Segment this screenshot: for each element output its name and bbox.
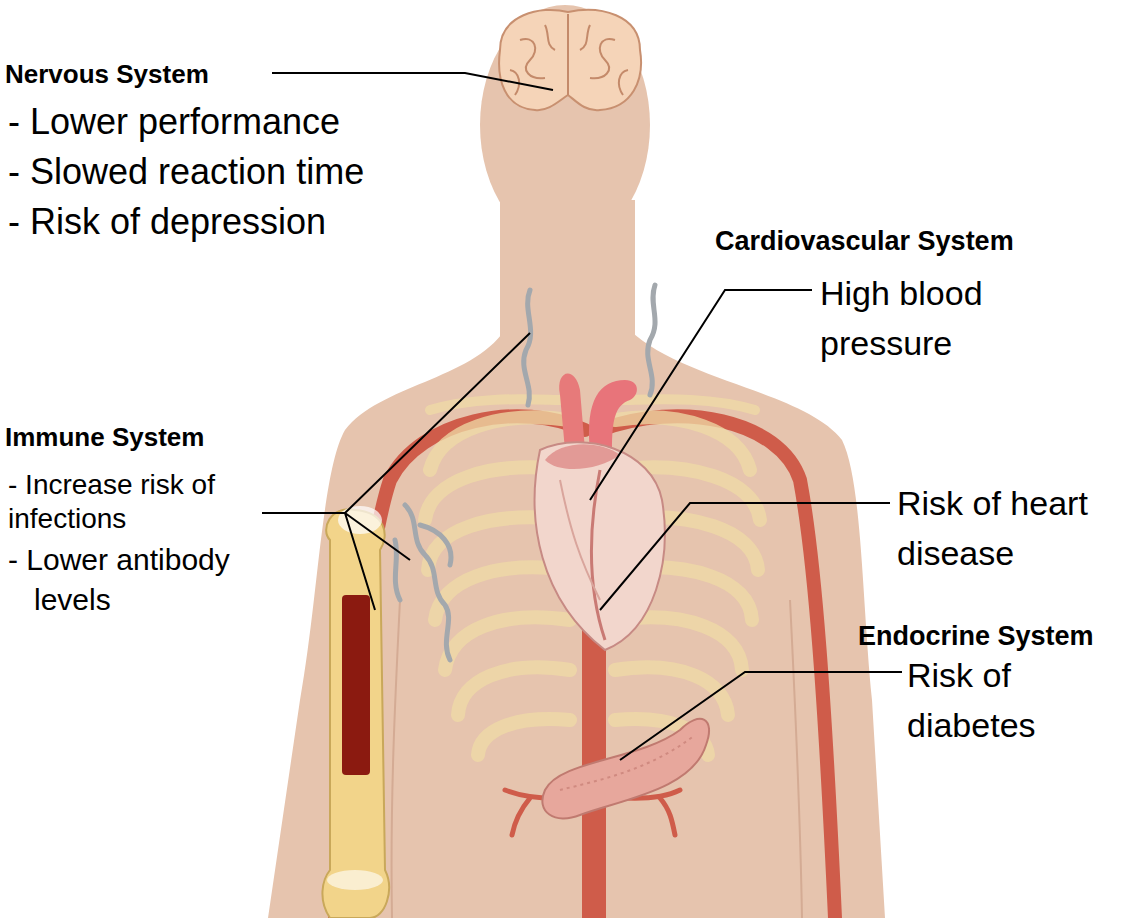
- effect-text: - Risk of depression: [8, 200, 326, 244]
- lymph-nodes: [395, 285, 655, 660]
- leader-line: [600, 503, 890, 610]
- effect-text: - Increase risk of infections: [8, 468, 258, 536]
- effect-text: High blood pressure: [820, 268, 1040, 368]
- neck: [500, 200, 635, 350]
- system-heading: Nervous System: [5, 58, 209, 90]
- effect-text: - Lower performance: [8, 100, 340, 144]
- arm-bone: [322, 506, 389, 918]
- effect-text: Risk of diabetes: [907, 650, 1107, 750]
- system-heading: Immune System: [5, 421, 204, 453]
- system-heading: Endocrine System: [858, 620, 1094, 652]
- effect-text: - Slowed reaction time: [8, 150, 364, 194]
- body-silhouette: [268, 5, 885, 918]
- leader-line: [620, 672, 902, 760]
- effect-text: Risk of heart disease: [897, 478, 1133, 578]
- leader-line: [590, 290, 812, 500]
- leader-line: [272, 73, 553, 90]
- ribcage: [425, 399, 760, 755]
- effect-text: - Lower antibody levels: [8, 540, 283, 620]
- brain: [499, 10, 641, 110]
- pancreas: [542, 719, 709, 819]
- system-heading: Cardiovascular System: [715, 225, 1014, 257]
- arteries: [335, 416, 835, 918]
- leader-line: [262, 333, 530, 610]
- arm-creases: [392, 600, 802, 918]
- torso: [268, 330, 885, 918]
